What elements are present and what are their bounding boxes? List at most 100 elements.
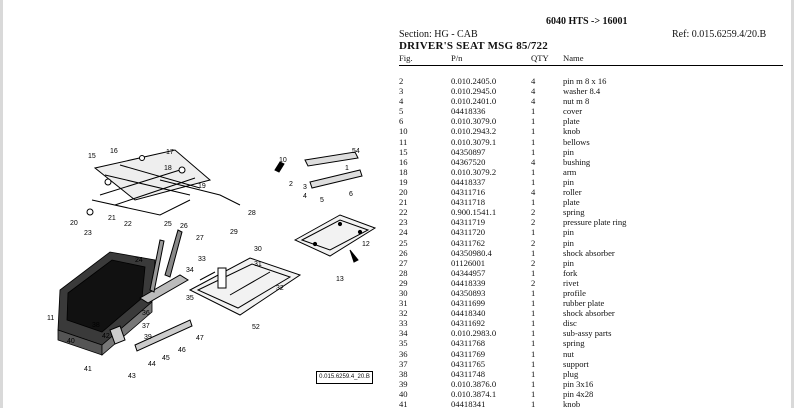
cell-fig: 30 <box>399 288 451 298</box>
cell-part-number: 0.010.2983.0 <box>451 328 531 338</box>
cell-part-number: 04311716 <box>451 187 531 197</box>
cell-fig: 29 <box>399 278 451 288</box>
callout-40: 40 <box>67 338 75 345</box>
cell-qty: 1 <box>531 126 563 136</box>
cell-part-number: 0.010.2943.2 <box>451 126 531 136</box>
cell-name: pin <box>563 227 783 237</box>
callout-19: 19 <box>198 183 206 190</box>
cell-fig: 38 <box>399 369 451 379</box>
cell-fig: 5 <box>399 106 451 116</box>
cell-part-number: 04311719 <box>451 217 531 227</box>
cell-part-number: 0.010.3079.1 <box>451 137 531 147</box>
cell-name: profile <box>563 288 783 298</box>
callout-21: 21 <box>108 215 116 222</box>
cell-part-number: 04311699 <box>451 298 531 308</box>
cell-fig: 35 <box>399 338 451 348</box>
callout-32: 32 <box>276 285 284 292</box>
cell-fig: 3 <box>399 86 451 96</box>
cell-qty: 1 <box>531 308 563 318</box>
cell-part-number: 04418336 <box>451 106 531 116</box>
callout-17: 17 <box>166 149 174 156</box>
cell-part-number: 04311748 <box>451 369 531 379</box>
cell-part-number: 04367520 <box>451 157 531 167</box>
cell-fig: 20 <box>399 187 451 197</box>
cell-name: support <box>563 359 783 369</box>
cell-qty: 2 <box>531 278 563 288</box>
callout-20: 20 <box>70 220 78 227</box>
cell-fig: 24 <box>399 227 451 237</box>
cell-part-number: 04311769 <box>451 349 531 359</box>
cell-qty: 1 <box>531 359 563 369</box>
cell-part-number: 04418339 <box>451 278 531 288</box>
callout-31: 31 <box>254 261 262 268</box>
cell-part-number: 04311718 <box>451 197 531 207</box>
cell-qty: 1 <box>531 177 563 187</box>
cell-fig: 31 <box>399 298 451 308</box>
cell-qty: 2 <box>531 217 563 227</box>
cell-name: shock absorber <box>563 248 783 258</box>
callout-54: 54 <box>352 148 360 155</box>
callout-16: 16 <box>110 148 118 155</box>
cell-fig: 26 <box>399 248 451 258</box>
callout-47: 47 <box>196 335 204 342</box>
callout-2: 2 <box>289 181 293 188</box>
callout-1: 1 <box>345 165 349 172</box>
cell-name: rubber plate <box>563 298 783 308</box>
cell-part-number: 04350897 <box>451 147 531 157</box>
callout-41: 41 <box>84 366 92 373</box>
column-header-part-number: P/n <box>451 53 531 66</box>
cell-name: cover <box>563 106 783 116</box>
callout-27: 27 <box>196 235 204 242</box>
cell-qty: 4 <box>531 157 563 167</box>
cell-part-number: 04311768 <box>451 338 531 348</box>
cell-name: arm <box>563 167 783 177</box>
cell-qty: 1 <box>531 389 563 399</box>
cell-part-number: 0.010.2405.0 <box>451 76 531 86</box>
cell-fig: 32 <box>399 308 451 318</box>
cell-fig: 25 <box>399 238 451 248</box>
callout-24: 24 <box>135 257 143 264</box>
callout-3: 3 <box>303 184 307 191</box>
callout-15: 15 <box>88 153 96 160</box>
cell-qty: 1 <box>531 268 563 278</box>
cell-name: shock absorber <box>563 308 783 318</box>
cell-fig: 40 <box>399 389 451 399</box>
cell-part-number: 0.010.3079.2 <box>451 167 531 177</box>
cell-name: pin <box>563 238 783 248</box>
cell-part-number: 04344957 <box>451 268 531 278</box>
cell-part-number: 04350980.4 <box>451 248 531 258</box>
cell-name: pin 3x16 <box>563 379 783 389</box>
cell-part-number: 0.010.3079.0 <box>451 116 531 126</box>
callout-18: 18 <box>164 165 172 172</box>
callout-6: 6 <box>349 191 353 198</box>
slide-rail-plate-drawing <box>275 152 375 262</box>
cell-qty: 1 <box>531 349 563 359</box>
callout-39: 39 <box>144 334 152 341</box>
cell-name: pressure plate ring <box>563 217 783 227</box>
cell-qty: 2 <box>531 238 563 248</box>
cell-qty: 4 <box>531 187 563 197</box>
cell-qty: 4 <box>531 96 563 106</box>
cell-name: disc <box>563 318 783 328</box>
cell-name: pin <box>563 177 783 187</box>
cell-part-number: 01126001 <box>451 258 531 268</box>
cell-qty: 1 <box>531 288 563 298</box>
cell-qty: 1 <box>531 116 563 126</box>
callout-25: 25 <box>164 221 172 228</box>
cell-qty: 1 <box>531 298 563 308</box>
cell-fig: 34 <box>399 328 451 338</box>
column-header-qty: QTY <box>531 53 563 66</box>
